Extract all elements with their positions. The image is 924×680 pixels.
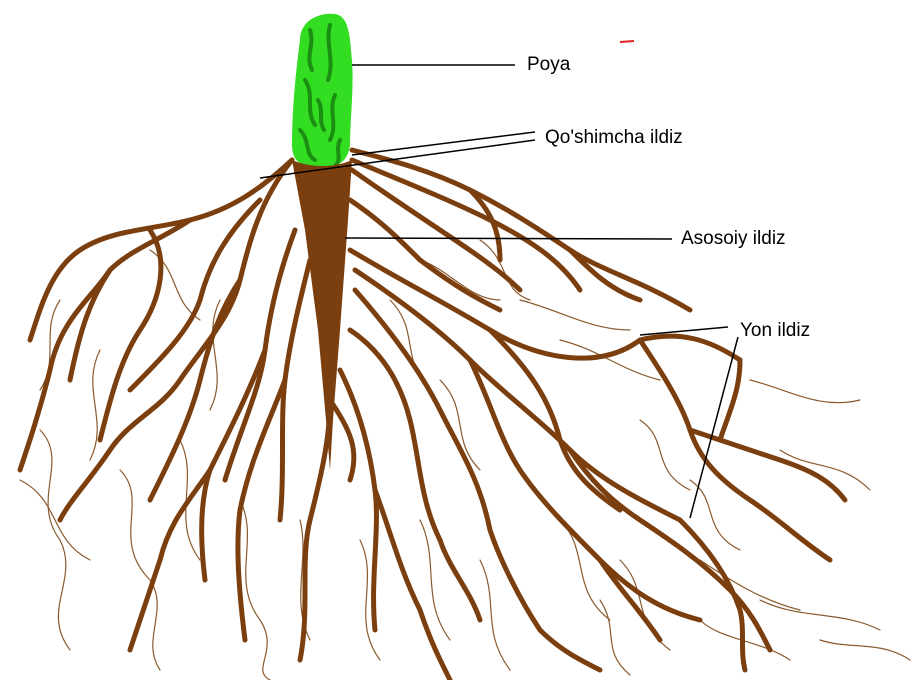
leader-yon-2 (690, 337, 738, 518)
label-poya: Poya (527, 55, 570, 74)
label-qoshimcha-ildiz: Qo'shimcha ildiz (545, 128, 683, 147)
leader-yon-1 (640, 327, 728, 335)
leader-asosoiy (345, 238, 672, 239)
label-yon-ildiz: Yon ildiz (740, 321, 810, 340)
label-asosoiy-ildiz: Asosoiy ildiz (681, 229, 786, 248)
stem-poya (292, 14, 353, 168)
stray-mark (620, 41, 634, 42)
